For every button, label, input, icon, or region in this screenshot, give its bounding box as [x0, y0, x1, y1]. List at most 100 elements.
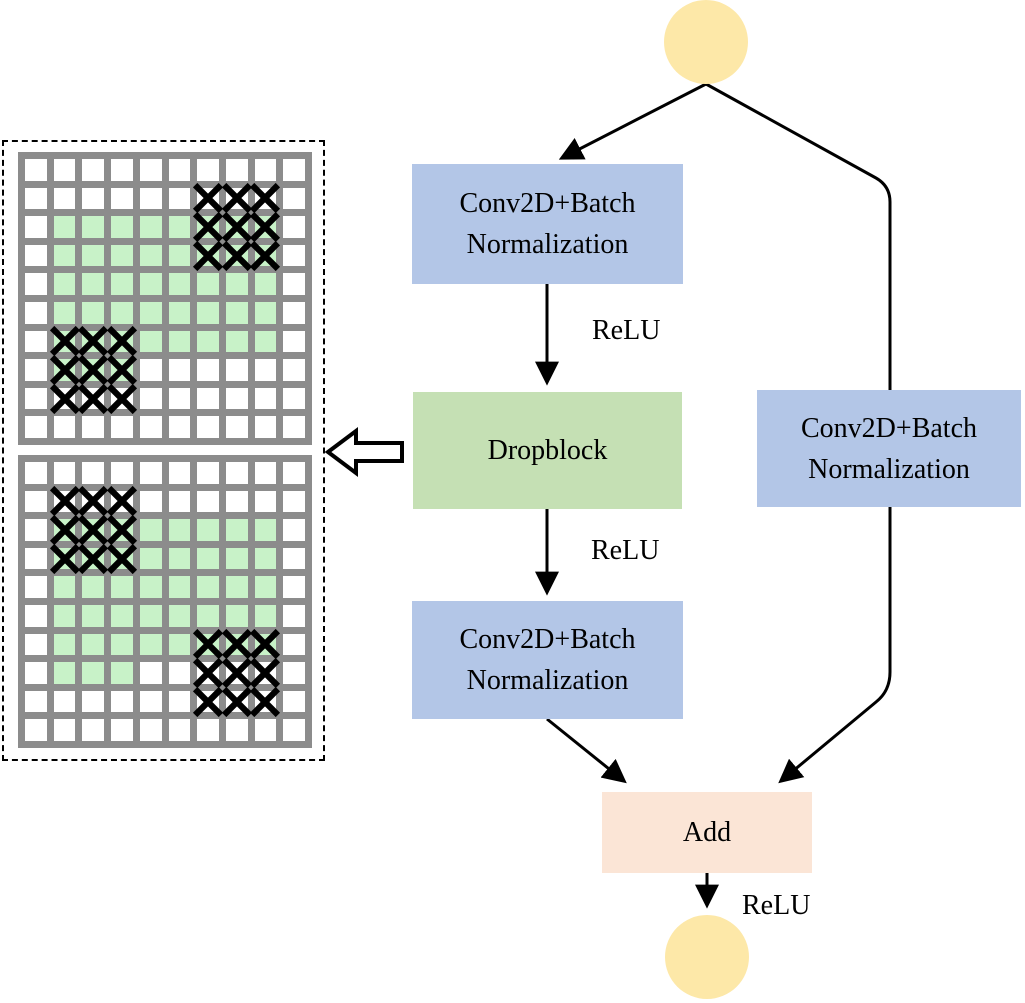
dropblock-mask-grid-top	[18, 152, 312, 445]
grid-cell	[139, 330, 162, 353]
grid-cell	[106, 383, 138, 414]
grid-cell	[49, 354, 80, 386]
grid-cell	[225, 547, 248, 570]
grid-cell	[250, 211, 281, 243]
x-mark-icon	[78, 354, 109, 386]
grid-cell	[225, 490, 248, 513]
x-mark-icon	[78, 543, 109, 574]
grid-cell	[25, 490, 47, 513]
x-mark-icon	[49, 514, 80, 546]
grid-cell	[283, 576, 305, 598]
x-mark-icon	[250, 657, 281, 689]
grid-cell	[168, 416, 191, 438]
grid-cell	[111, 187, 133, 210]
grid-cell	[139, 244, 162, 267]
grid-cell	[254, 273, 277, 295]
conv2-box: Conv2D+Batch Normalization	[412, 601, 683, 719]
grid-cell	[254, 387, 277, 410]
grid-cell	[283, 187, 305, 210]
x-mark-icon	[106, 486, 138, 517]
grid-cell	[168, 462, 191, 484]
grid-cell	[111, 416, 133, 438]
grid-cell	[139, 490, 162, 513]
grid-cell	[168, 273, 191, 295]
grid-cell	[254, 605, 277, 627]
add-label: Add	[682, 817, 732, 848]
shortcut-label-line1: Conv2D+Batch	[801, 412, 977, 444]
grid-cell	[139, 187, 162, 210]
dropblock-illustration-panel	[2, 140, 325, 761]
grid-cell	[225, 302, 248, 324]
grid-cell	[25, 416, 47, 438]
grid-cell	[250, 629, 281, 660]
grid-cell	[25, 302, 47, 324]
grid-cell	[25, 576, 47, 598]
grid-cell	[197, 490, 219, 513]
x-mark-icon	[49, 326, 80, 357]
conv1-label-line1: Conv2D+Batch	[459, 188, 636, 219]
x-mark-icon	[221, 211, 252, 243]
grid-cell	[168, 490, 191, 513]
dropblock-label: Dropblock	[487, 435, 608, 466]
grid-cell	[221, 240, 252, 271]
relu-label-2: ReLU	[591, 535, 660, 566]
grid-cell	[221, 183, 252, 214]
grid-cell	[82, 302, 105, 324]
grid-cell	[225, 462, 248, 484]
grid-cell	[139, 387, 162, 410]
grid-cell	[111, 690, 133, 713]
grid-cell	[197, 462, 219, 484]
grid-cell	[168, 547, 191, 570]
grid-cell	[111, 605, 133, 627]
x-mark-icon	[192, 240, 224, 271]
grid-cell	[283, 244, 305, 267]
grid-cell	[111, 216, 133, 238]
grid-cell	[197, 719, 219, 741]
x-mark-icon	[78, 486, 109, 517]
grid-cell	[283, 633, 305, 656]
grid-cell	[197, 576, 219, 598]
grid-cell	[283, 302, 305, 324]
x-mark-icon	[78, 326, 109, 357]
grid-cell	[53, 159, 76, 181]
grid-cell	[168, 359, 191, 381]
x-mark-icon	[192, 657, 224, 689]
dropblock-pointer-arrow	[324, 427, 404, 477]
grid-cell	[283, 662, 305, 684]
x-mark-icon	[78, 383, 109, 414]
x-mark-icon	[221, 629, 252, 660]
grid-cell	[53, 187, 76, 210]
grid-cell	[254, 490, 277, 513]
x-mark-icon	[221, 686, 252, 717]
grid-cell	[254, 547, 277, 570]
conv2-label-line2: Normalization	[466, 665, 629, 696]
grid-cell	[197, 605, 219, 627]
x-mark-icon	[221, 657, 252, 689]
shortcut-conv-box: Conv2D+Batch Normalization	[757, 390, 1021, 507]
grid-cell	[78, 326, 109, 357]
grid-cell	[53, 244, 76, 267]
grid-cell	[221, 629, 252, 660]
grid-cell	[254, 302, 277, 324]
grid-cell	[82, 416, 105, 438]
grid-cell	[53, 633, 76, 656]
grid-cell	[139, 547, 162, 570]
x-mark-icon	[250, 183, 281, 214]
grid-cell	[168, 187, 191, 210]
grid-cell	[168, 662, 191, 684]
grid-cell	[197, 387, 219, 410]
x-mark-icon	[250, 686, 281, 717]
grid-cell	[53, 462, 76, 484]
grid-cell	[139, 416, 162, 438]
grid-cell	[78, 354, 109, 386]
relu-label-1: ReLU	[592, 315, 661, 346]
grid-cell	[197, 302, 219, 324]
grid-cell	[283, 159, 305, 181]
grid-cell	[283, 490, 305, 513]
relu-label-3: ReLU	[742, 890, 811, 921]
grid-cell	[106, 514, 138, 546]
x-mark-icon	[221, 183, 252, 214]
x-mark-icon	[250, 211, 281, 243]
grid-cell	[49, 383, 80, 414]
grid-cell	[111, 719, 133, 741]
